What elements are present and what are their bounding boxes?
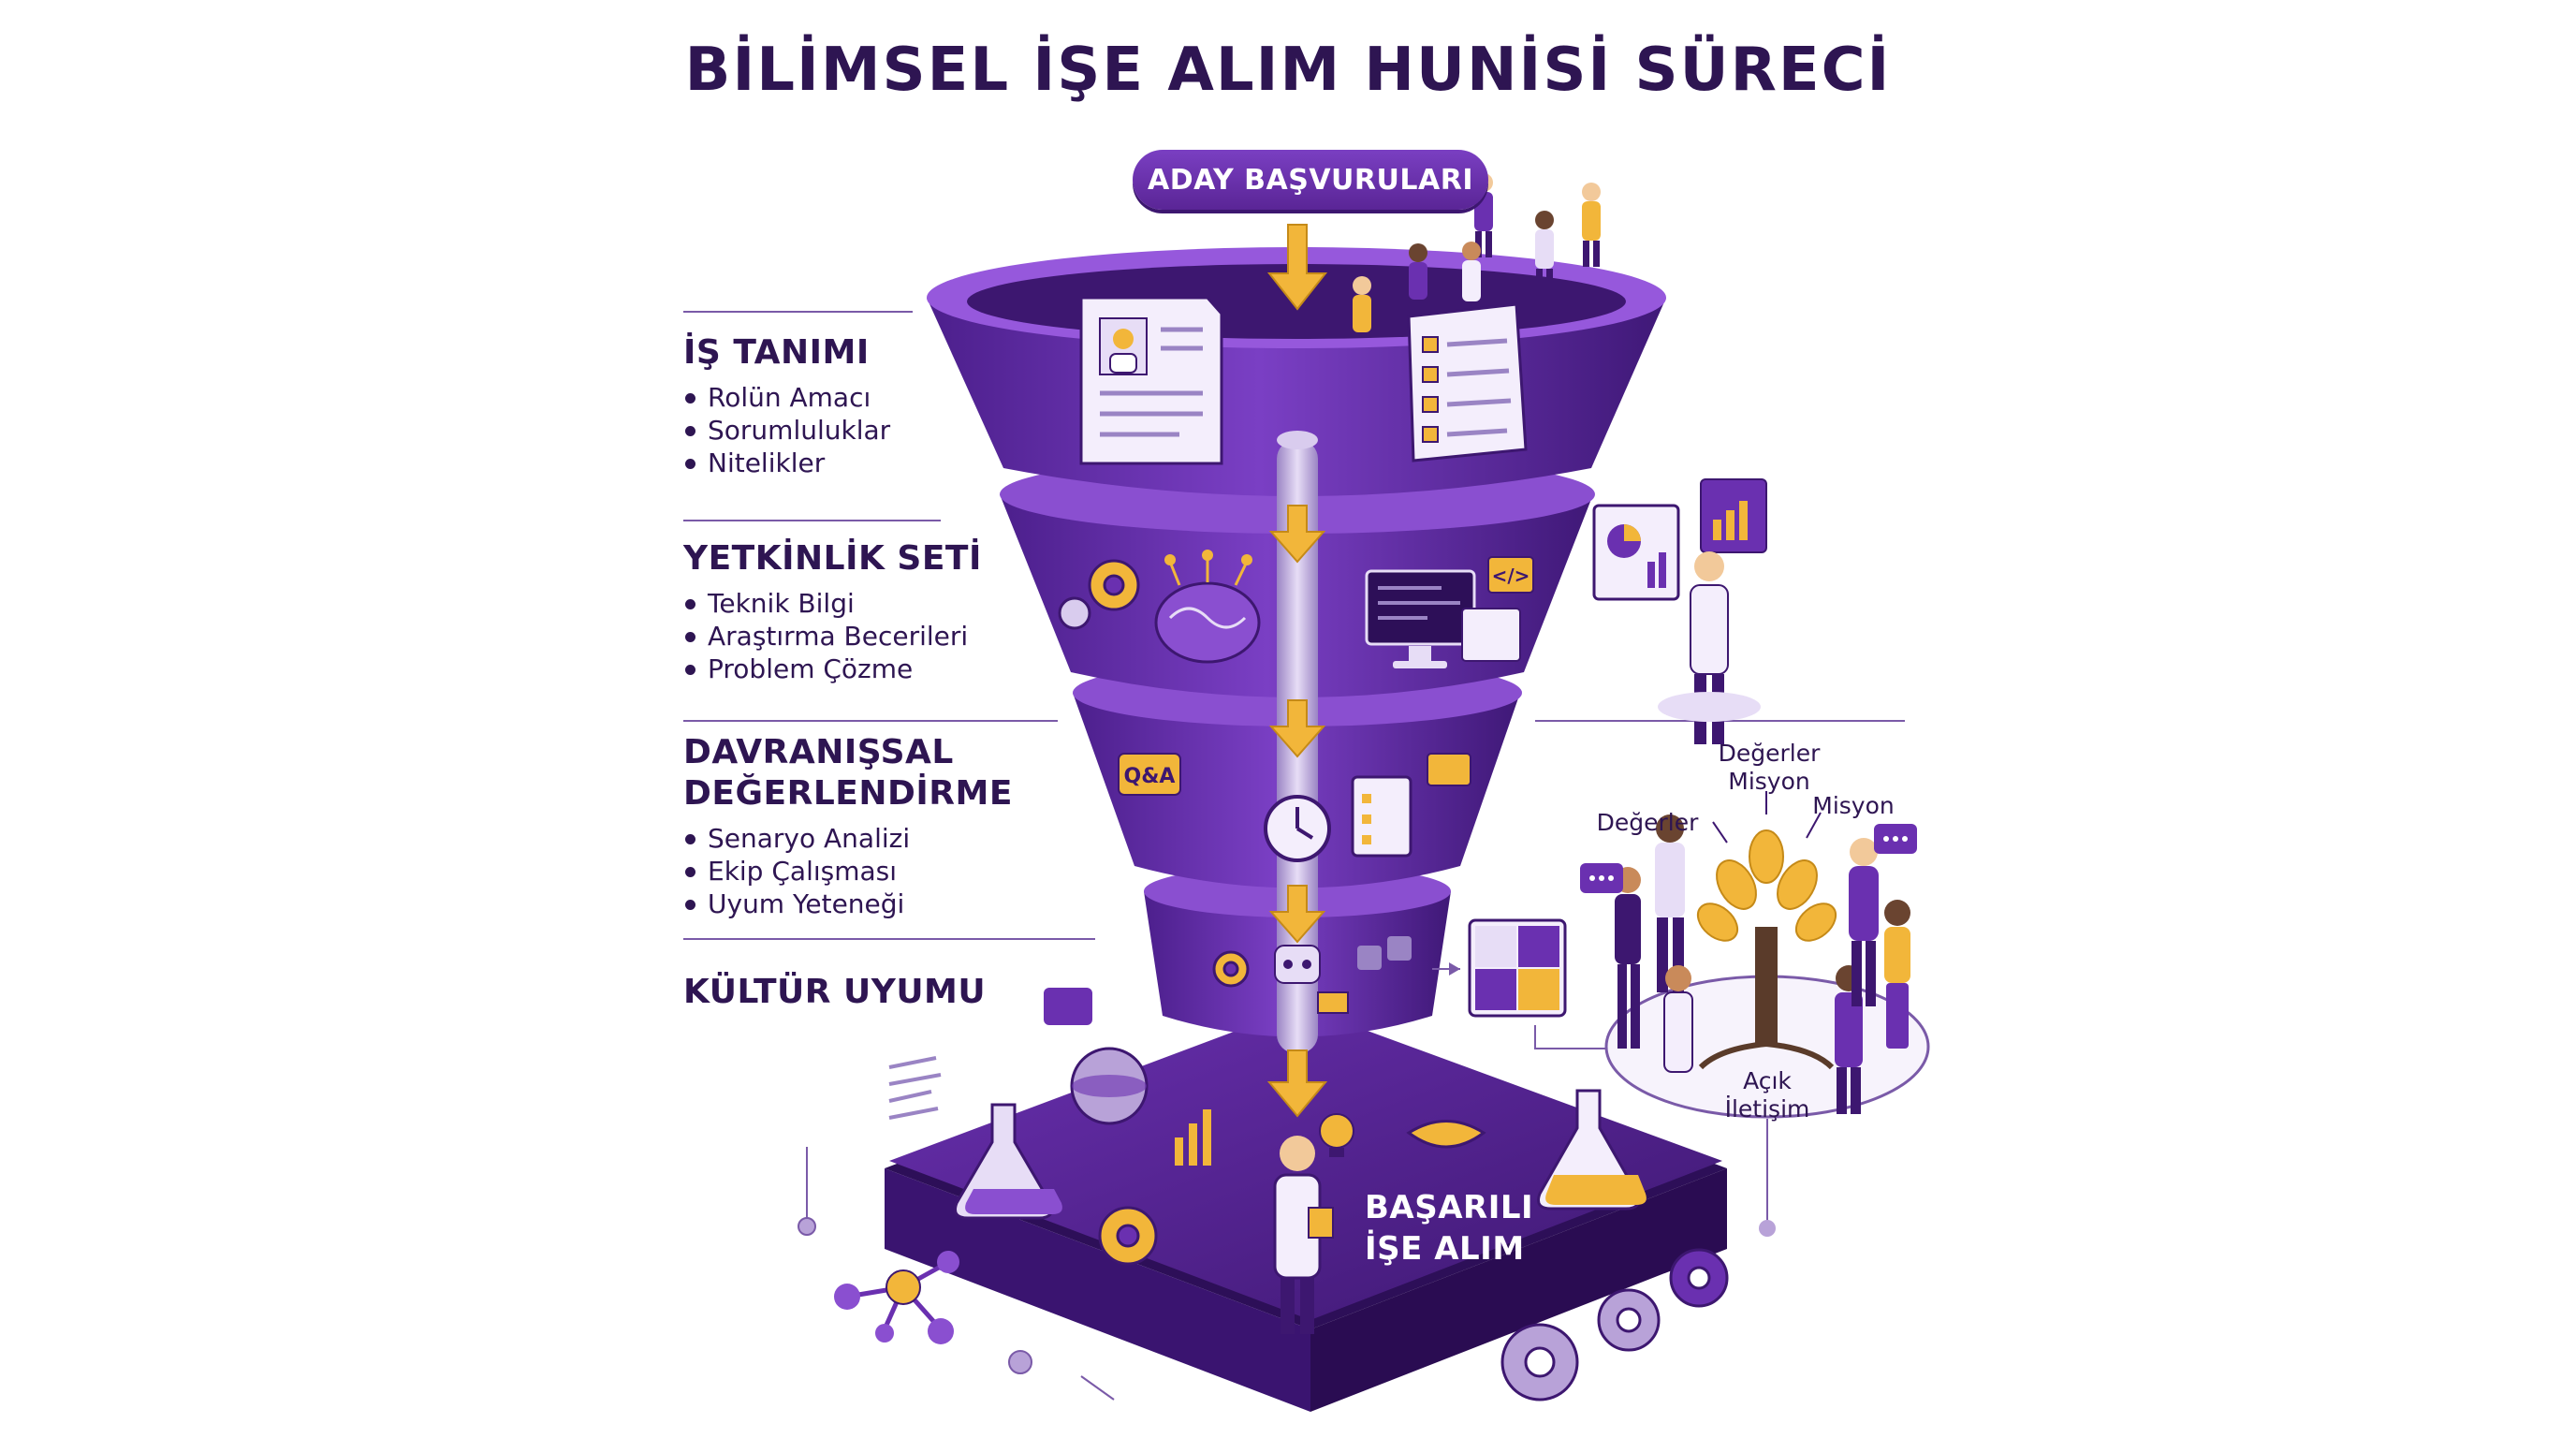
list-item: Senaryo Analizi: [683, 822, 1236, 855]
stage-title: YETKİNLİK SETİ: [683, 539, 982, 578]
page-title: BİLİMSEL İŞE ALIM HUNİSİ SÜRECİ: [684, 36, 1892, 105]
entry-badge: ADAY BAŞVURULARI: [1133, 150, 1488, 210]
flask-icon: [954, 1103, 1062, 1220]
list-item: Uyum Yeteneği: [683, 888, 1236, 920]
brain-icon: [1154, 550, 1261, 664]
list-item: Sorumluluklar: [683, 414, 1236, 447]
stage-items: Rolün Amacı Sorumluluklar Nitelikler: [683, 381, 1236, 479]
culture-circle: [1580, 791, 1930, 1237]
clipboard-icon: [1351, 753, 1471, 858]
puzzle-icon: [1432, 918, 1605, 1049]
label-values-left: Değerler: [1596, 809, 1699, 836]
stage-separators: [683, 311, 1905, 940]
clock-icon: [1264, 795, 1331, 862]
bar-chart-icon: [1175, 1109, 1211, 1166]
stage-behavioral-assessment: DAVRANIŞSAL DEĞERLENDİRME Senaryo Analiz…: [683, 732, 1236, 920]
stage-items: Senaryo Analizi Ekip Çalışması Uyum Yete…: [683, 822, 1236, 920]
stage-title: İŞ TANIMI: [683, 333, 870, 372]
scientist-figure: [1273, 1136, 1334, 1334]
sphere-icon: [1044, 988, 1149, 1125]
gear-gold-icon: [1098, 1206, 1158, 1266]
stage-title-line-1: DAVRANIŞSAL: [683, 733, 954, 771]
stage-title: KÜLTÜR UYUMU: [683, 973, 987, 1011]
decorative-pins: [798, 1147, 1115, 1401]
list-item: Problem Çözme: [683, 653, 1236, 685]
list-item: Ekip Çalışması: [683, 855, 1236, 888]
svg-text:Q&A: Q&A: [1124, 765, 1176, 788]
code-glyph: </>: [1492, 565, 1530, 587]
stage-job-description: İŞ TANIMI Rolün Amacı Sorumluluklar Nite…: [683, 332, 1236, 479]
qa-badge: Q&A: [1118, 753, 1181, 796]
stage-title-line-2: DEĞERLENDİRME: [683, 774, 1013, 813]
gears-cluster-icon: [1500, 1248, 1729, 1401]
list-item: Teknik Bilgi: [683, 587, 1236, 620]
list-item: Nitelikler: [683, 447, 1236, 479]
gear-icon: [1058, 559, 1140, 630]
label-mission-right: Misyon: [1812, 792, 1895, 819]
flask-gold-icon: [1537, 1089, 1647, 1211]
list-item: Araştırma Becerileri: [683, 620, 1236, 653]
job-description-document: [1079, 296, 1223, 465]
small-gear-icon: [1212, 950, 1250, 988]
checklist-document: [1407, 302, 1528, 462]
molecule-icon: [834, 1251, 959, 1344]
list-item: Rolün Amacı: [683, 381, 1236, 414]
lightbulb-icon: [1319, 1113, 1354, 1157]
notes-icon: [888, 1056, 942, 1120]
success-label: BAŞARILI İŞE ALIM: [1365, 1189, 1534, 1268]
handshake-icon: [1406, 1120, 1486, 1149]
team-figures: [1615, 814, 1910, 1114]
applicant-figures: [1353, 173, 1601, 332]
stage-culture-fit: KÜLTÜR UYUMU: [683, 972, 1236, 1013]
robot-icon: [1274, 945, 1349, 1014]
flow-arrows: [1266, 224, 1328, 1118]
stage-items: Teknik Bilgi Araştırma Becerileri Proble…: [683, 587, 1236, 685]
analyst-figure: [1592, 478, 1767, 744]
puzzle-piece-icon: [1357, 936, 1412, 970]
computer-monitor-icon: </>: [1365, 556, 1534, 668]
stage-competency-set: YETKİNLİK SETİ Teknik Bilgi Araştırma Be…: [683, 538, 1236, 685]
label-open-communication: Açık İletişim: [1724, 1067, 1810, 1123]
label-values-mission-top: Değerler Misyon: [1718, 740, 1821, 795]
